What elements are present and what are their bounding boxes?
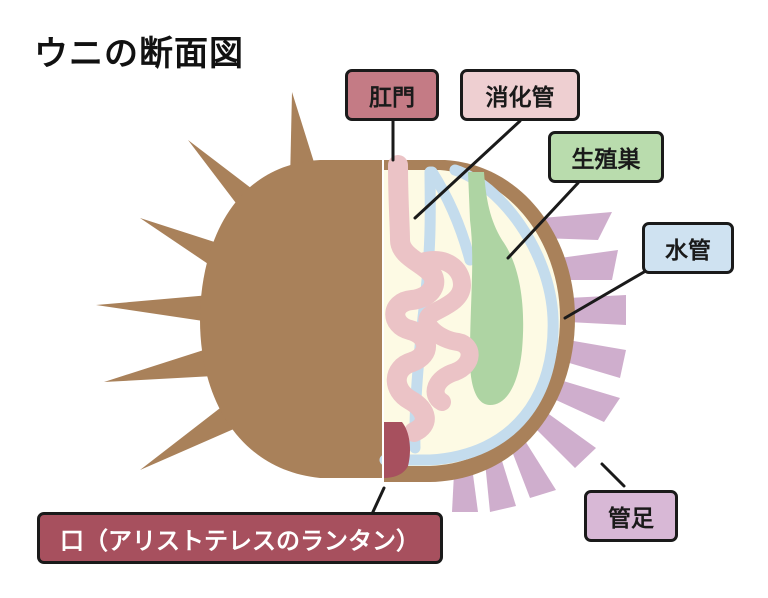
- label-gonad-text: 生殖巣: [571, 147, 641, 173]
- leader-lines: [370, 119, 646, 516]
- label-water-vascular: 水管: [642, 222, 734, 274]
- shell-body: [200, 160, 383, 478]
- water-vessel: [379, 164, 559, 466]
- label-tube-feet: 管足: [584, 490, 678, 542]
- tube-foot: [568, 295, 626, 325]
- tube-foot: [566, 340, 626, 378]
- label-tube-feet-text: 管足: [608, 506, 654, 532]
- digestive-vessel: [413, 251, 479, 411]
- label-anus: 肛門: [345, 69, 439, 121]
- spine: [140, 218, 230, 272]
- spine: [140, 405, 236, 470]
- label-digestive-tract: 消化管: [460, 69, 580, 121]
- label-mouth-text: 口（アリストテレスのランタン）: [60, 526, 420, 555]
- gonad: [468, 172, 524, 405]
- water-vessel: [426, 166, 476, 266]
- spine: [96, 295, 210, 322]
- label-water-vascular-text: 水管: [665, 238, 711, 264]
- diagram-title: ウニの断面図: [34, 34, 244, 74]
- aristotles-lantern: [383, 422, 410, 478]
- label-anus-text: 肛門: [369, 85, 415, 111]
- leader-digestive-tract: [413, 119, 522, 220]
- label-digestive-tract-text: 消化管: [485, 85, 555, 111]
- leader-gonad: [506, 181, 580, 260]
- spine: [290, 92, 318, 182]
- leader-mouth: [370, 486, 386, 516]
- digestive-tract: [385, 155, 479, 442]
- spine: [104, 348, 214, 382]
- leader-water-vascular: [563, 270, 646, 320]
- leader-tube-feet: [600, 462, 626, 488]
- tube-foot: [535, 412, 596, 468]
- digestive-vessel: [385, 155, 445, 442]
- label-mouth: 口（アリストテレスのランタン）: [37, 512, 443, 564]
- label-gonad: 生殖巣: [548, 131, 664, 183]
- tube-foot: [540, 212, 612, 240]
- tube-foot: [560, 250, 618, 280]
- tube-foot: [510, 436, 556, 498]
- tube-foot: [556, 380, 620, 422]
